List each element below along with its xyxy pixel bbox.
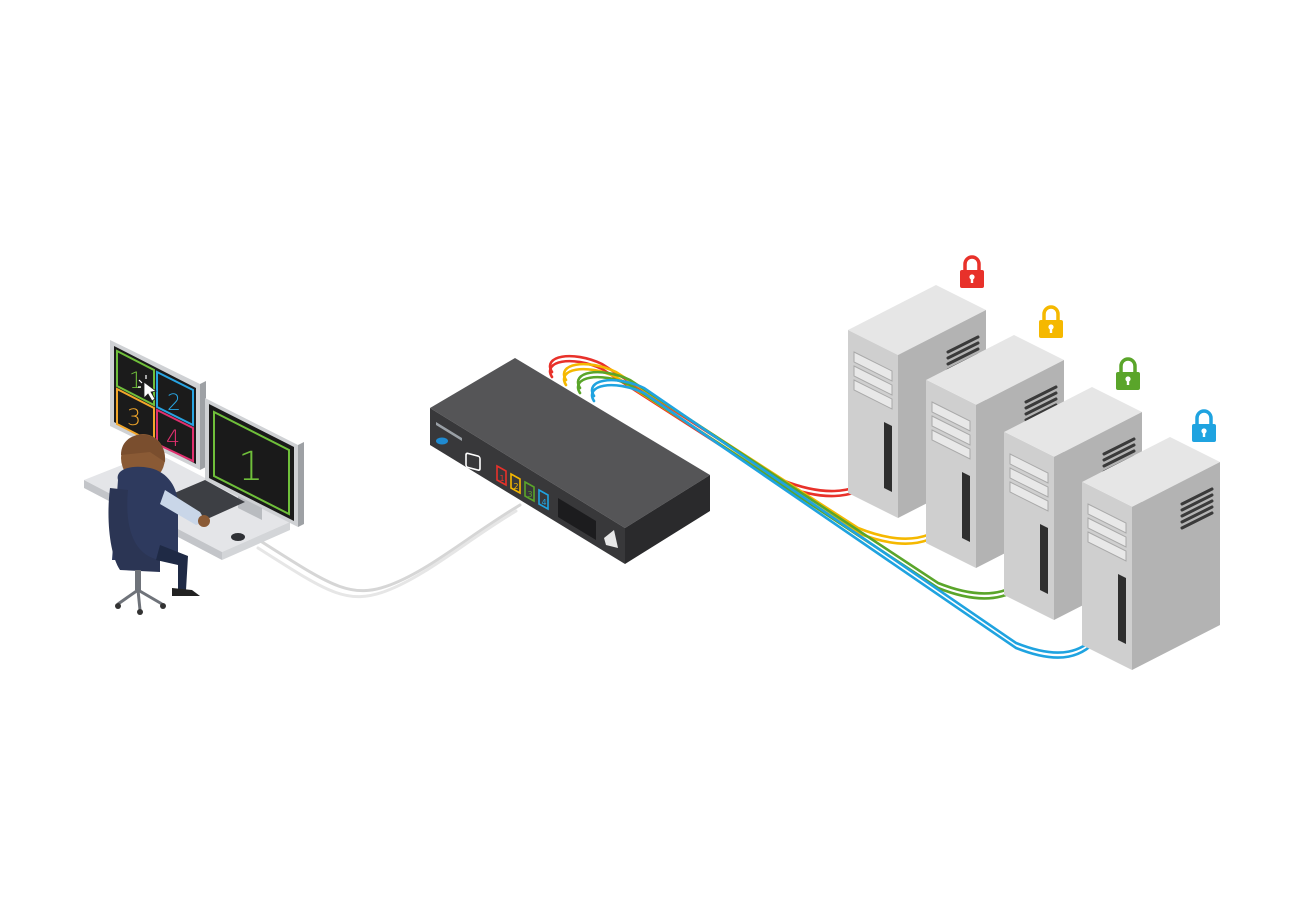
port-button-4: 4 (538, 488, 549, 511)
switch-top (430, 358, 710, 528)
display-panel (558, 498, 596, 540)
select-button (465, 452, 481, 471)
server-towers (848, 255, 1220, 670)
lock-icon-2 (1039, 305, 1063, 338)
tile-3-label: 3 (127, 406, 141, 431)
tile-4 (156, 408, 194, 463)
cursor-icon (138, 375, 157, 402)
tile-1 (116, 349, 155, 407)
cable-workstation-to-switch (256, 503, 522, 599)
port-label-4: 4 (542, 498, 547, 507)
port-label-2: 2 (514, 482, 519, 491)
port-button-1: 1 (496, 464, 507, 487)
mouse (231, 533, 245, 541)
workstation: 1 2 3 4 1 (84, 340, 304, 615)
port-button-3: 3 (524, 480, 535, 503)
keyboard (165, 480, 245, 520)
lock-icon-1 (960, 255, 984, 288)
tile-1-label: 1 (129, 369, 143, 394)
tile-2 (156, 370, 194, 427)
brand-logo (604, 530, 618, 548)
right-monitor-label: 1 (238, 444, 263, 490)
lock-icon-4 (1192, 409, 1216, 442)
port-label-1: 1 (500, 474, 505, 483)
port-label-3: 3 (528, 490, 533, 499)
tile-2-label: 2 (167, 391, 181, 416)
status-led (436, 437, 448, 445)
operator-person (108, 434, 210, 615)
right-monitor: 1 (205, 398, 304, 527)
lock-icon-3 (1116, 357, 1140, 390)
server-tower-4 (1082, 437, 1220, 670)
switch-side (625, 475, 710, 564)
tile-4-label: 4 (166, 427, 180, 452)
left-monitor: 1 2 3 4 (110, 340, 206, 470)
port-button-2: 2 (510, 472, 521, 495)
